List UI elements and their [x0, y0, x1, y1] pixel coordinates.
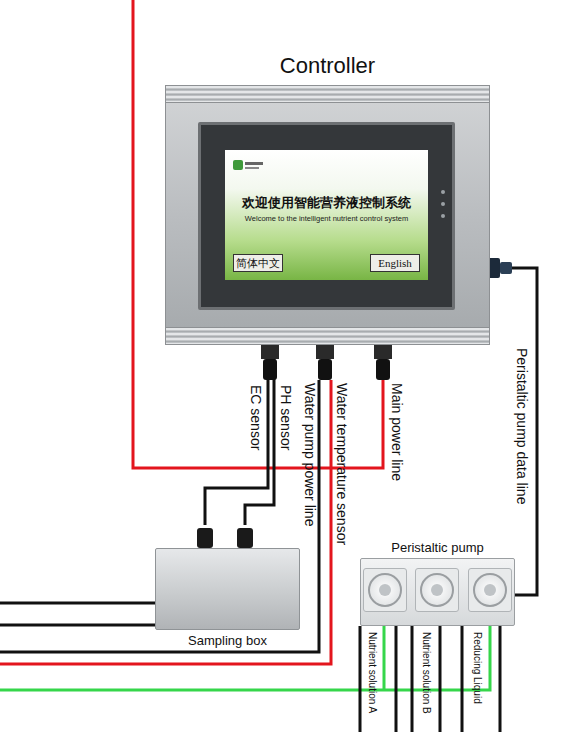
sensor-cable: [0, 380, 331, 664]
node-title: Peristaltic pump: [360, 540, 515, 556]
cable-label: EC sensor: [248, 385, 264, 450]
housing-rail: [165, 85, 490, 103]
signal-cable: [205, 345, 268, 525]
liquid-tube: [0, 626, 490, 690]
cable-gland: [374, 345, 392, 359]
sampling-cable: [0, 624, 155, 627]
screen-heading: 欢迎使用智能营养液控制系统: [225, 194, 428, 212]
cable-gland: [197, 528, 213, 548]
status-led: [441, 214, 445, 218]
liquid-tube: [360, 626, 500, 732]
pump-rotor: [431, 584, 443, 596]
power-cable: [0, 380, 319, 652]
signal-cable: [490, 268, 537, 595]
language-button: English: [370, 254, 420, 272]
housing-rail: [165, 327, 490, 345]
pump-rotor: [379, 584, 391, 596]
cable-label: Water temperature sensor: [334, 383, 350, 545]
tube-label: Nutrient solution A: [366, 632, 378, 713]
cable-label: Peristaltic pump data line: [514, 348, 530, 504]
status-led: [441, 202, 445, 206]
cable-label: Water pump power line: [302, 383, 318, 526]
screen-subtitle: Welcome to the intelligent nutrient cont…: [225, 214, 428, 223]
status-led: [441, 190, 445, 194]
sampling-box: Sampling box: [150, 525, 305, 650]
cable-gland: [318, 359, 332, 380]
language-button: 简体中文: [233, 254, 283, 272]
cable-gland: [316, 345, 334, 359]
pump-rotor: [484, 584, 496, 596]
cable-label: PH sensor: [278, 385, 294, 450]
brand-logo: [233, 160, 243, 170]
sampling-box-body: [155, 548, 300, 630]
button-label: 简体中文: [234, 256, 282, 271]
node-label: Sampling box: [150, 633, 305, 649]
button-label: English: [371, 256, 419, 271]
tube-label: Reducing Liquid: [471, 632, 483, 704]
peristaltic-pump: Peristaltic pump: [360, 540, 515, 628]
cable-label: Main power line: [389, 383, 405, 481]
cable-gland: [261, 345, 279, 359]
touch-screen: 欢迎使用智能营养液控制系统 Welcome to the intelligent …: [225, 150, 428, 280]
cable-gland: [237, 528, 253, 548]
brand-mark: [245, 167, 259, 169]
data-port: [500, 262, 512, 274]
node-title: Controller: [165, 53, 490, 79]
sampling-cable: [0, 602, 155, 605]
brand-mark: [245, 162, 263, 165]
cable-gland: [263, 359, 277, 380]
controller-unit: Controller 欢迎使用智能营养液控制系统 Welcome to the in…: [165, 50, 490, 345]
tube-label: Nutrient solution B: [420, 632, 432, 714]
cable-gland: [376, 359, 390, 380]
